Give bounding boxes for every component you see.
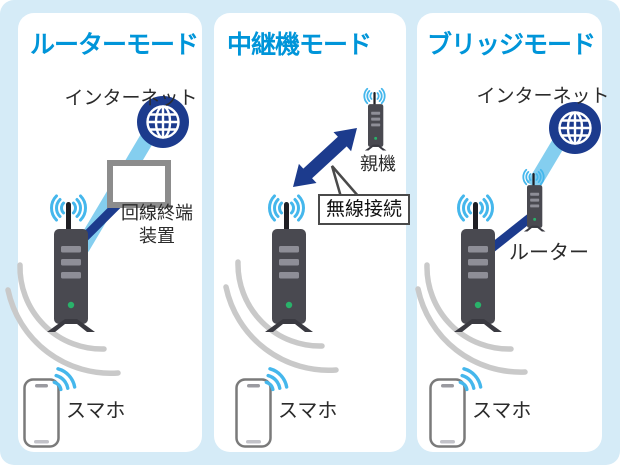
onu-label: 回線終端 装置 xyxy=(112,202,202,248)
panel3-title: ブリッジモード xyxy=(427,31,596,59)
signal-arc-panel2 xyxy=(235,259,325,349)
router-icon-panel1 xyxy=(47,202,95,332)
internet-label-panel1: インターネット xyxy=(64,88,198,109)
router-label-panel3: ルーター xyxy=(509,242,589,264)
smartphone-icon-panel3 xyxy=(429,378,466,448)
signal-arc-panel2 xyxy=(223,284,339,373)
internet-globe-icon-panel3 xyxy=(547,100,603,156)
phone-label-panel3: スマホ xyxy=(472,400,532,422)
panel1-title: ルーターモード xyxy=(30,31,199,59)
smartphone-icon-panel2 xyxy=(235,378,272,448)
smartphone-icon-panel1 xyxy=(23,378,60,448)
panel2-title: 中継機モード xyxy=(227,31,372,59)
parent-device-label: 親機 xyxy=(360,154,396,174)
phone-label-panel2: スマホ xyxy=(278,400,338,422)
signal-arc-panel1 xyxy=(5,287,121,376)
wireless-connection-callout: 無線接続 xyxy=(318,194,410,225)
onu-device-icon xyxy=(107,160,171,208)
router-icon-panel3 xyxy=(454,202,502,332)
onu-label-line1: 回線終端 xyxy=(121,203,193,223)
internet-label-panel3: インターネット xyxy=(476,86,610,107)
signal-arc-panel3 xyxy=(424,262,514,352)
wireless-double-arrow-icon xyxy=(293,128,357,187)
router-icon-panel2 xyxy=(265,202,313,332)
signal-arc-panel3 xyxy=(415,286,528,375)
signal-arc-panel1 xyxy=(17,262,107,352)
phone-label-panel1: スマホ xyxy=(66,400,126,422)
wireless-connection-label: 無線接続 xyxy=(325,199,402,220)
onu-label-line2: 装置 xyxy=(139,226,175,246)
